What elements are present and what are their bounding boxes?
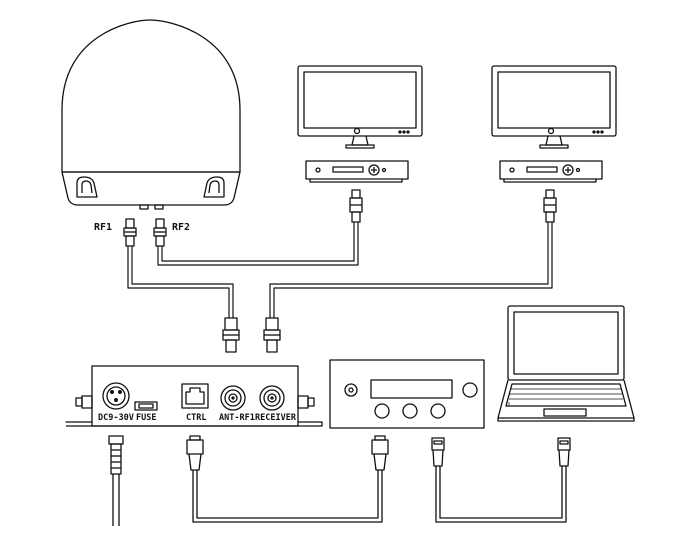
antenna-port-rf2-label: RF2: [172, 222, 190, 233]
inline-connector-left-icon: [222, 317, 240, 353]
ctrl-port-icon: [181, 383, 209, 409]
control-panel-unit: [329, 359, 485, 429]
ctrl-port-label: CTRL: [186, 413, 206, 423]
antenna-radome: [61, 19, 241, 210]
antenna-port-rf1-label: RF1: [94, 222, 112, 233]
ant-rf1-port-label: ANT-RF1: [219, 413, 255, 423]
laptop-computer: [497, 305, 635, 422]
ant-rf1-port-icon: [220, 385, 246, 411]
receiver-right-connector-icon: [543, 189, 557, 223]
receiver-port-icon: [259, 385, 285, 411]
fuse-label: FUSE: [136, 413, 156, 423]
power-port-label: DC9-30V: [98, 413, 134, 423]
rf2-connector-icon: [153, 218, 167, 247]
satellite-receiver-right: [499, 160, 603, 183]
power-plug-icon: [108, 435, 124, 526]
coax-cables: [127, 222, 553, 318]
inline-connector-right-icon: [263, 317, 281, 353]
radome-handle-left-icon: [76, 176, 98, 198]
acu-control-box: [65, 365, 323, 427]
tv-monitor-right: [491, 65, 617, 149]
tv-monitor-left: [297, 65, 423, 149]
radome-handle-right-icon: [203, 176, 225, 198]
ethernet-plug-right-icon: [371, 435, 389, 471]
satellite-receiver-left: [305, 160, 409, 183]
fuse-holder-icon: [134, 401, 158, 411]
usb-plug-right-icon: [557, 437, 571, 467]
rf1-connector-icon: [123, 218, 137, 247]
usb-plug-left-icon: [431, 437, 445, 467]
laptop-keyboard-icon: [508, 388, 623, 406]
ethernet-plug-left-icon: [186, 435, 204, 471]
ethernet-cable: [192, 470, 383, 523]
power-connector-icon: [102, 382, 130, 410]
usb-cable: [435, 466, 567, 523]
receiver-left-connector-icon: [349, 189, 363, 223]
receiver-port-label: RECEIVER: [255, 413, 297, 423]
